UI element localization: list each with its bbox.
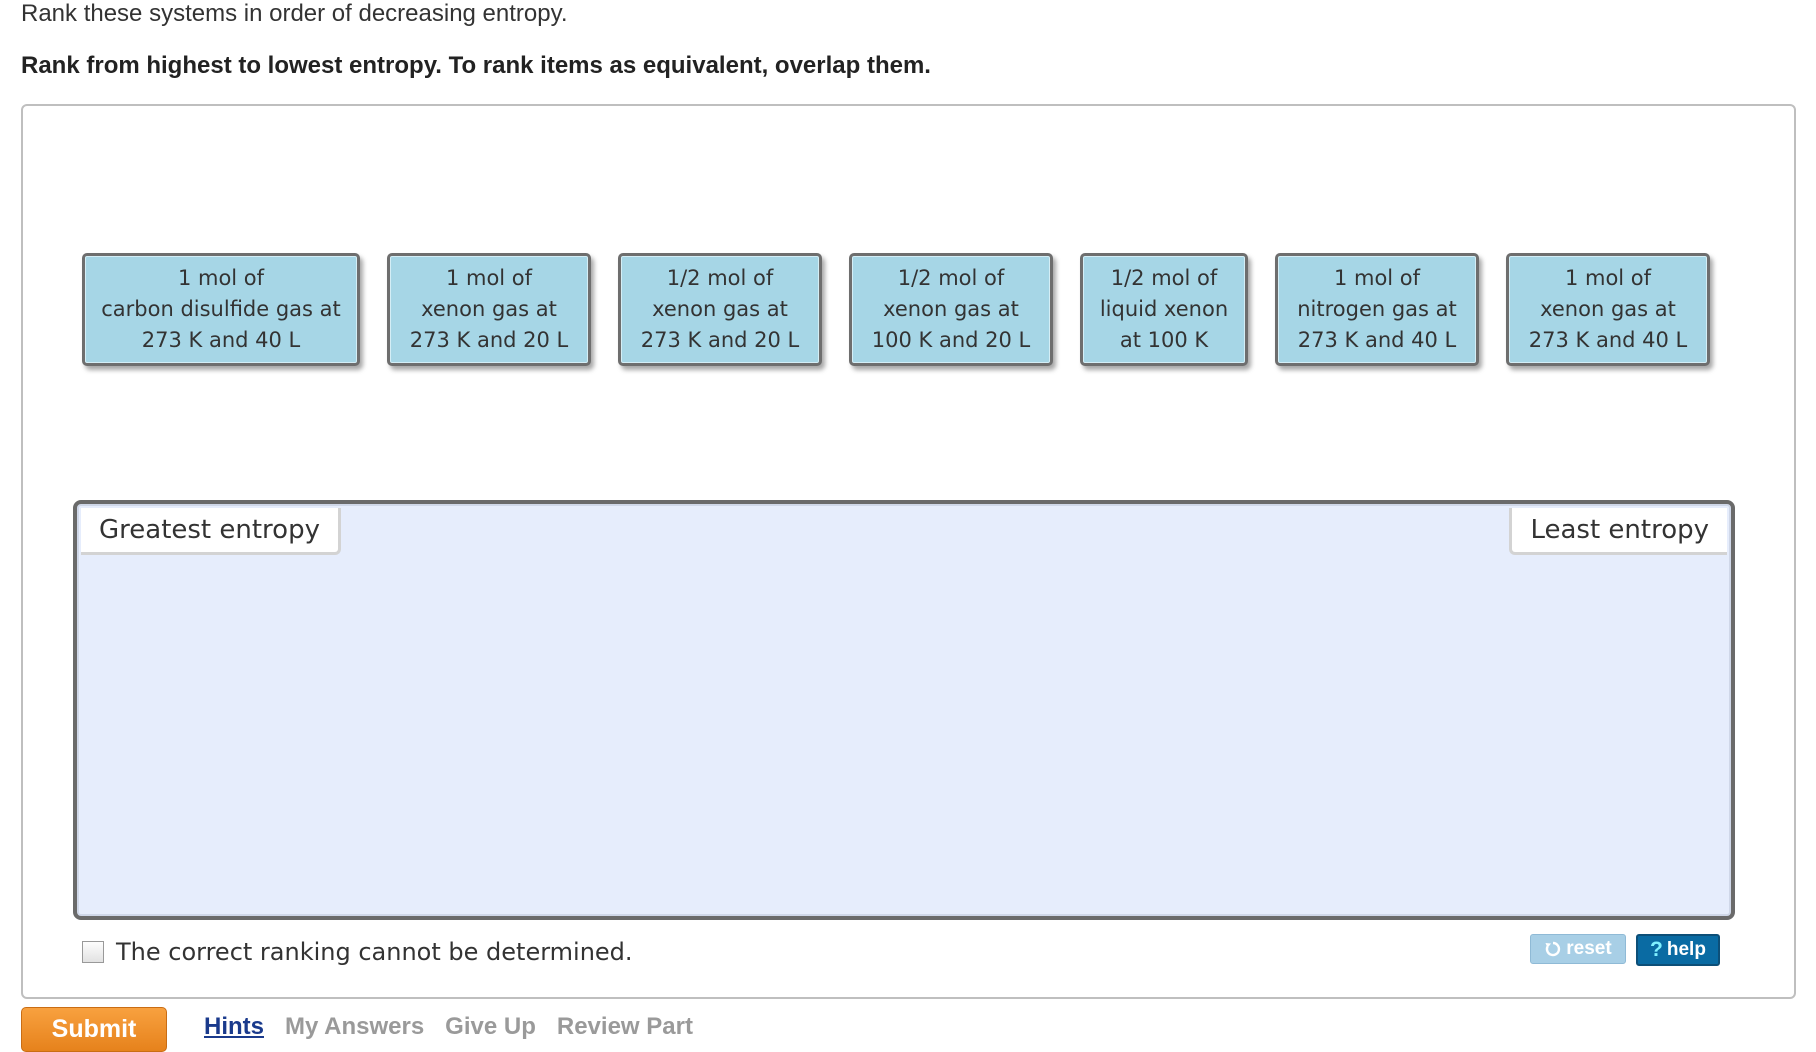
- answer-links: Hints My Answers Give Up Review Part: [204, 1013, 693, 1041]
- review-part-link[interactable]: Review Part: [556, 1013, 693, 1040]
- item-line: xenon gas at: [652, 297, 788, 321]
- item-line: 1 mol of: [1564, 266, 1652, 290]
- item-line: carbon disulfide gas at: [101, 297, 341, 321]
- cannot-determine-label[interactable]: The correct ranking cannot be determined…: [116, 938, 633, 966]
- item-line: 1 mol of: [1333, 266, 1421, 290]
- rank-item-xenon-half-273k-20l[interactable]: 1/2 mol of xenon gas at 273 K and 20 L: [618, 253, 822, 366]
- hints-link[interactable]: Hints: [204, 1013, 264, 1040]
- item-line: 1 mol of: [445, 266, 533, 290]
- item-line: 273 K and 40 L: [1297, 328, 1457, 352]
- item-line: xenon gas at: [883, 297, 1019, 321]
- my-answers-link[interactable]: My Answers: [285, 1013, 425, 1040]
- reset-label: reset: [1566, 938, 1612, 959]
- item-line: at 100 K: [1119, 328, 1209, 352]
- item-line: xenon gas at: [1540, 297, 1676, 321]
- ranking-instruction: Rank from highest to lowest entropy. To …: [21, 52, 931, 79]
- ranking-drop-zone[interactable]: Greatest entropy Least entropy: [73, 500, 1735, 920]
- undo-icon: [1545, 941, 1561, 957]
- submit-button[interactable]: Submit: [21, 1007, 167, 1052]
- item-line: 1/2 mol of: [666, 266, 774, 290]
- item-line: 273 K and 20 L: [640, 328, 800, 352]
- item-line: 100 K and 20 L: [871, 328, 1031, 352]
- rank-item-nitrogen-gas[interactable]: 1 mol of nitrogen gas at 273 K and 40 L: [1275, 253, 1479, 366]
- item-line: 1 mol of: [177, 266, 265, 290]
- item-line: 273 K and 40 L: [141, 328, 301, 352]
- rank-item-xenon-1mol-273k-20l[interactable]: 1 mol of xenon gas at 273 K and 20 L: [387, 253, 591, 366]
- item-line: nitrogen gas at: [1297, 297, 1457, 321]
- cannot-determine-checkbox[interactable]: [82, 941, 104, 963]
- item-line: 273 K and 20 L: [409, 328, 569, 352]
- question-icon: ?: [1650, 938, 1663, 961]
- reset-button[interactable]: reset: [1530, 934, 1626, 964]
- item-line: liquid xenon: [1099, 297, 1229, 321]
- item-line: 1/2 mol of: [897, 266, 1005, 290]
- cannot-determine-row[interactable]: The correct ranking cannot be determined…: [82, 938, 633, 966]
- item-line: 1/2 mol of: [1110, 266, 1218, 290]
- help-label: help: [1666, 939, 1706, 960]
- rank-item-carbon-disulfide-gas[interactable]: 1 mol of carbon disulfide gas at 273 K a…: [82, 253, 360, 366]
- greatest-entropy-label: Greatest entropy: [81, 508, 341, 555]
- help-button[interactable]: ? help: [1636, 934, 1720, 966]
- instruction-text: Rank these systems in order of decreasin…: [21, 0, 568, 27]
- give-up-link[interactable]: Give Up: [445, 1013, 536, 1040]
- item-line: 273 K and 40 L: [1528, 328, 1688, 352]
- rank-item-xenon-1mol-273k-40l[interactable]: 1 mol of xenon gas at 273 K and 40 L: [1506, 253, 1710, 366]
- least-entropy-label: Least entropy: [1509, 508, 1727, 555]
- item-line: xenon gas at: [421, 297, 557, 321]
- rank-item-xenon-half-100k-20l[interactable]: 1/2 mol of xenon gas at 100 K and 20 L: [849, 253, 1053, 366]
- rank-item-liquid-xenon[interactable]: 1/2 mol of liquid xenon at 100 K: [1080, 253, 1248, 366]
